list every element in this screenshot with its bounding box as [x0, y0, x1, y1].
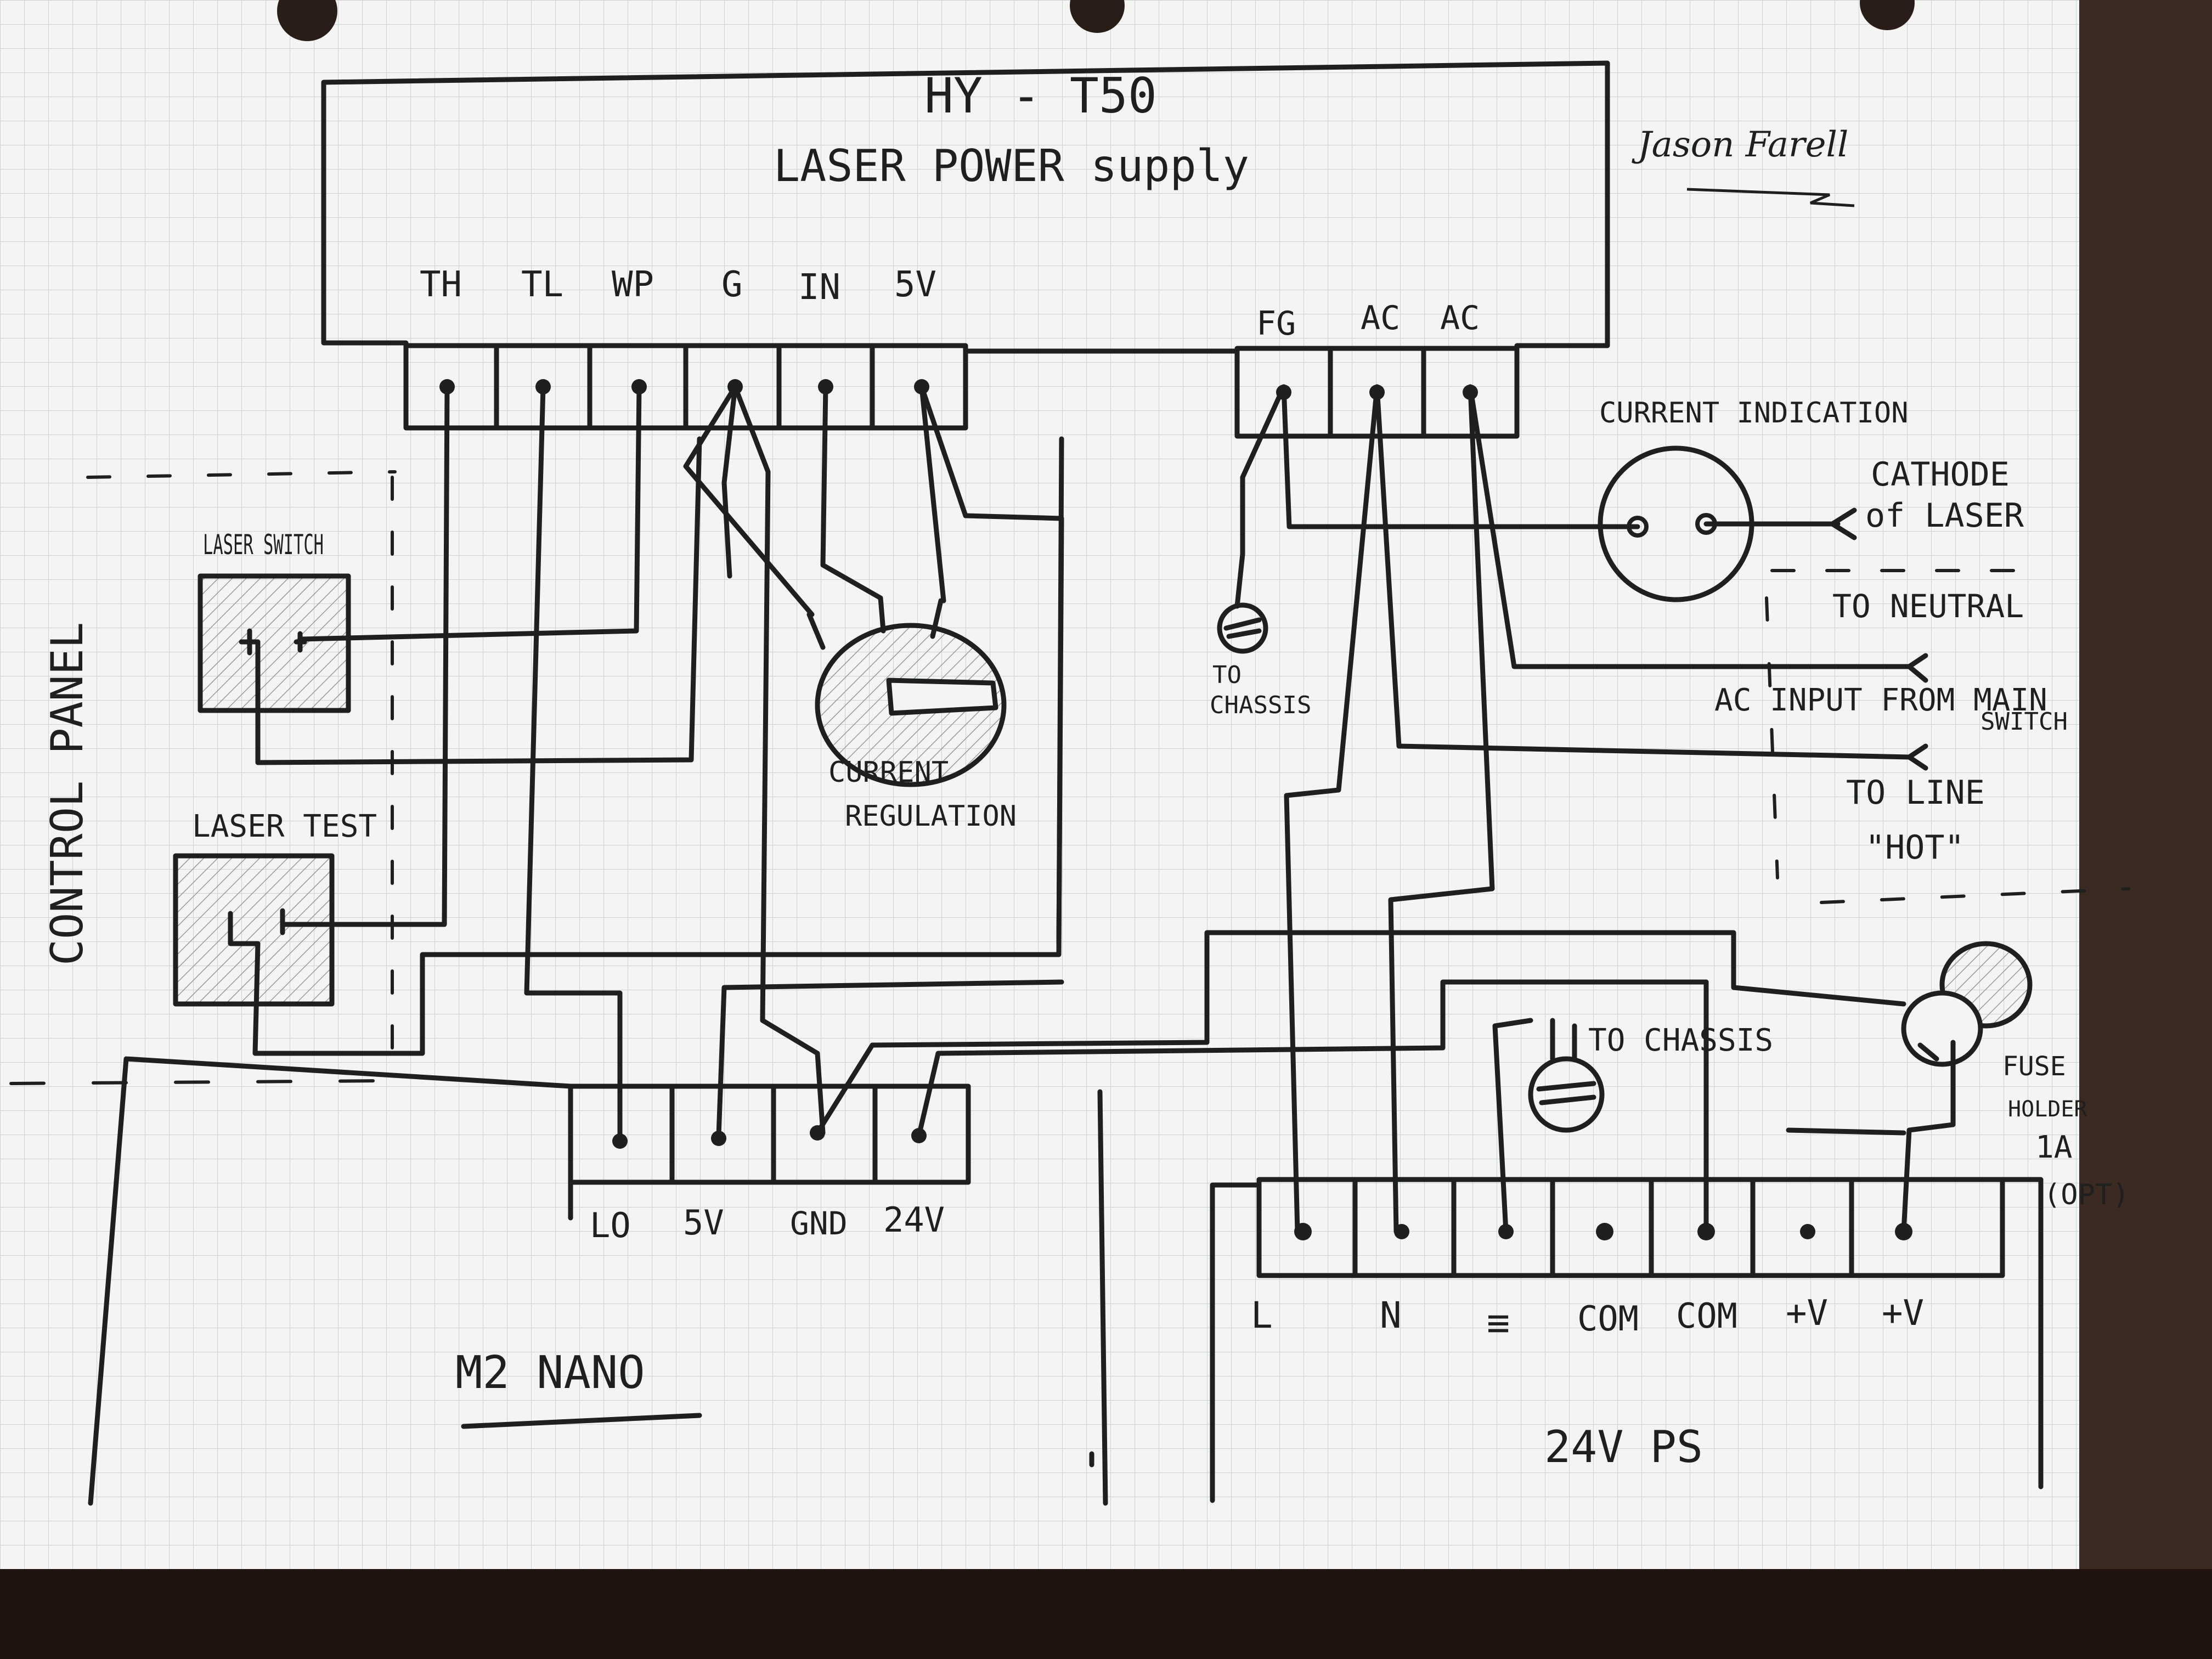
chassis-label-2: TO CHASSIS — [1588, 1023, 1773, 1058]
ac-input-label-line2: SWITCH — [1980, 708, 2068, 736]
cathode-label-line1: CATHODE — [1871, 455, 2010, 494]
cathode-label-line2: of LASER — [1865, 496, 2024, 535]
mains-dashed-bottom — [1820, 887, 2130, 904]
current-indication-label: CURRENT INDICATION — [1599, 397, 1909, 430]
terminal-label-in: IN — [798, 267, 840, 308]
binder-hole — [277, 0, 337, 41]
fuse-label-line4: (OPT) — [2044, 1178, 2130, 1211]
terminal-dividers — [669, 1084, 878, 1185]
to-neutral-label: TO NEUTRAL — [1832, 588, 2024, 625]
fuse-label-line2: HOLDER — [2008, 1097, 2087, 1122]
psu24-terminal-n: N — [1380, 1294, 1402, 1336]
m2nano-label: M2 NANO — [455, 1347, 645, 1399]
binder-hole — [1860, 0, 1915, 30]
control-panel-border-top — [86, 470, 397, 479]
m2nano-terminal-24v: 24V — [883, 1200, 945, 1240]
wire-tl — [524, 384, 623, 1144]
psu24-label: 24V PS — [1544, 1421, 1703, 1472]
psu-outline — [321, 60, 1610, 354]
terminal-label-ac1: AC — [1361, 299, 1400, 337]
terminal-label-th: TH — [420, 264, 462, 305]
terminal-dividers — [494, 343, 875, 431]
chassis-ground-icon — [1528, 1056, 1605, 1133]
author-signature: Jason Farell — [1632, 125, 1848, 165]
psu24-terminal-plus-v2: +V — [1882, 1293, 1924, 1334]
psu-terminal-block-right — [1234, 346, 1520, 439]
psu24-terminal-l: L — [1251, 1294, 1273, 1336]
wire-fg-meter — [1281, 384, 1640, 529]
psu24-terminal-block — [1256, 1177, 2005, 1278]
terminal-label-g: G — [721, 264, 743, 305]
terminal-dividers — [1352, 1177, 1854, 1278]
m2nano-terminal-lo: LO — [590, 1205, 631, 1245]
chassis-ground-icon — [1217, 602, 1268, 654]
terminal-label-fg: FG — [1256, 304, 1296, 343]
mains-dashed-left — [1765, 596, 1779, 879]
terminal-label-tl: TL — [521, 264, 563, 305]
wire-in — [820, 384, 883, 601]
pot-shaft — [886, 678, 998, 716]
psu-subtitle: LASER POWER supply — [774, 140, 1249, 191]
to-line-label-line2: "HOT" — [1865, 828, 1965, 867]
wire-g-pot — [683, 384, 815, 617]
laser-switch-label: LASER SWITCH — [203, 529, 324, 561]
fuse-label-line3: 1A — [2035, 1130, 2072, 1165]
ac-input-label-line1: AC INPUT FROM MAIN — [1714, 682, 2047, 718]
m2nano-label-underline — [461, 1413, 702, 1429]
terminal-dividers — [1328, 346, 1426, 439]
psu24-terminal-com2: COM — [1676, 1296, 1737, 1336]
psu24-terminal-plus-v1: +V — [1786, 1293, 1828, 1334]
wire-m2-24v — [916, 979, 1709, 1138]
m2nano-terminal-5v: 5V — [683, 1203, 724, 1243]
control-panel-border-bottom — [9, 1079, 386, 1085]
wire-5v — [919, 384, 1064, 946]
desk-edge-bottom — [0, 1569, 2212, 1659]
psu24-terminal-ground: ≡ — [1487, 1300, 1510, 1345]
wire-fg-chassis — [1240, 384, 1286, 557]
psu-title: HY - T50 — [924, 67, 1157, 124]
m2nano-terminal-gnd: GND — [790, 1205, 848, 1242]
terminal-label-wp: WP — [612, 264, 654, 305]
chassis-label-line2: CHASSIS — [1210, 691, 1311, 719]
wire-24v-ground — [1492, 1018, 1533, 1234]
terminal-screws — [439, 379, 1912, 1240]
pot-label-line1: CURRENT — [828, 756, 949, 789]
fuse-label-line1: FUSE — [2002, 1051, 2066, 1082]
paper-grid — [0, 0, 2085, 1575]
laser-switch-box — [198, 573, 351, 713]
wire-ac-line — [1284, 384, 1380, 1234]
pot-label-line2: REGULATION — [845, 800, 1017, 833]
m2nano-terminal-block — [568, 1084, 971, 1185]
wire-m2-5v — [716, 979, 1064, 1138]
control-panel-label: CONTROL PANEL — [42, 622, 93, 966]
psu24-terminal-com1: COM — [1577, 1299, 1639, 1339]
wire-th — [280, 384, 450, 927]
chassis-label-line1: TO — [1212, 661, 1242, 689]
wire-laser-switch-return — [255, 436, 702, 765]
terminal-label-5v: 5V — [894, 264, 936, 305]
wire-m2-gnd — [815, 930, 1906, 1136]
wire-g-gnd — [732, 384, 826, 1136]
wire-neutral-n — [1388, 384, 1495, 1234]
laser-test-label: LASER TEST — [192, 809, 377, 844]
wire-24v-plus — [1901, 1040, 1956, 1234]
terminal-label-ac2: AC — [1440, 299, 1480, 337]
laser-test-box — [173, 853, 335, 1007]
psu24-outline — [1210, 1177, 2044, 1503]
to-line-label-line1: TO LINE — [1846, 774, 1985, 812]
wire-wp — [299, 384, 642, 642]
binder-hole — [1070, 0, 1125, 33]
author-underline — [1686, 188, 1855, 207]
wire-ac-neutral — [1468, 384, 1912, 669]
desk-edge-right — [2079, 0, 2212, 1591]
wire-5v-pot — [919, 384, 946, 603]
